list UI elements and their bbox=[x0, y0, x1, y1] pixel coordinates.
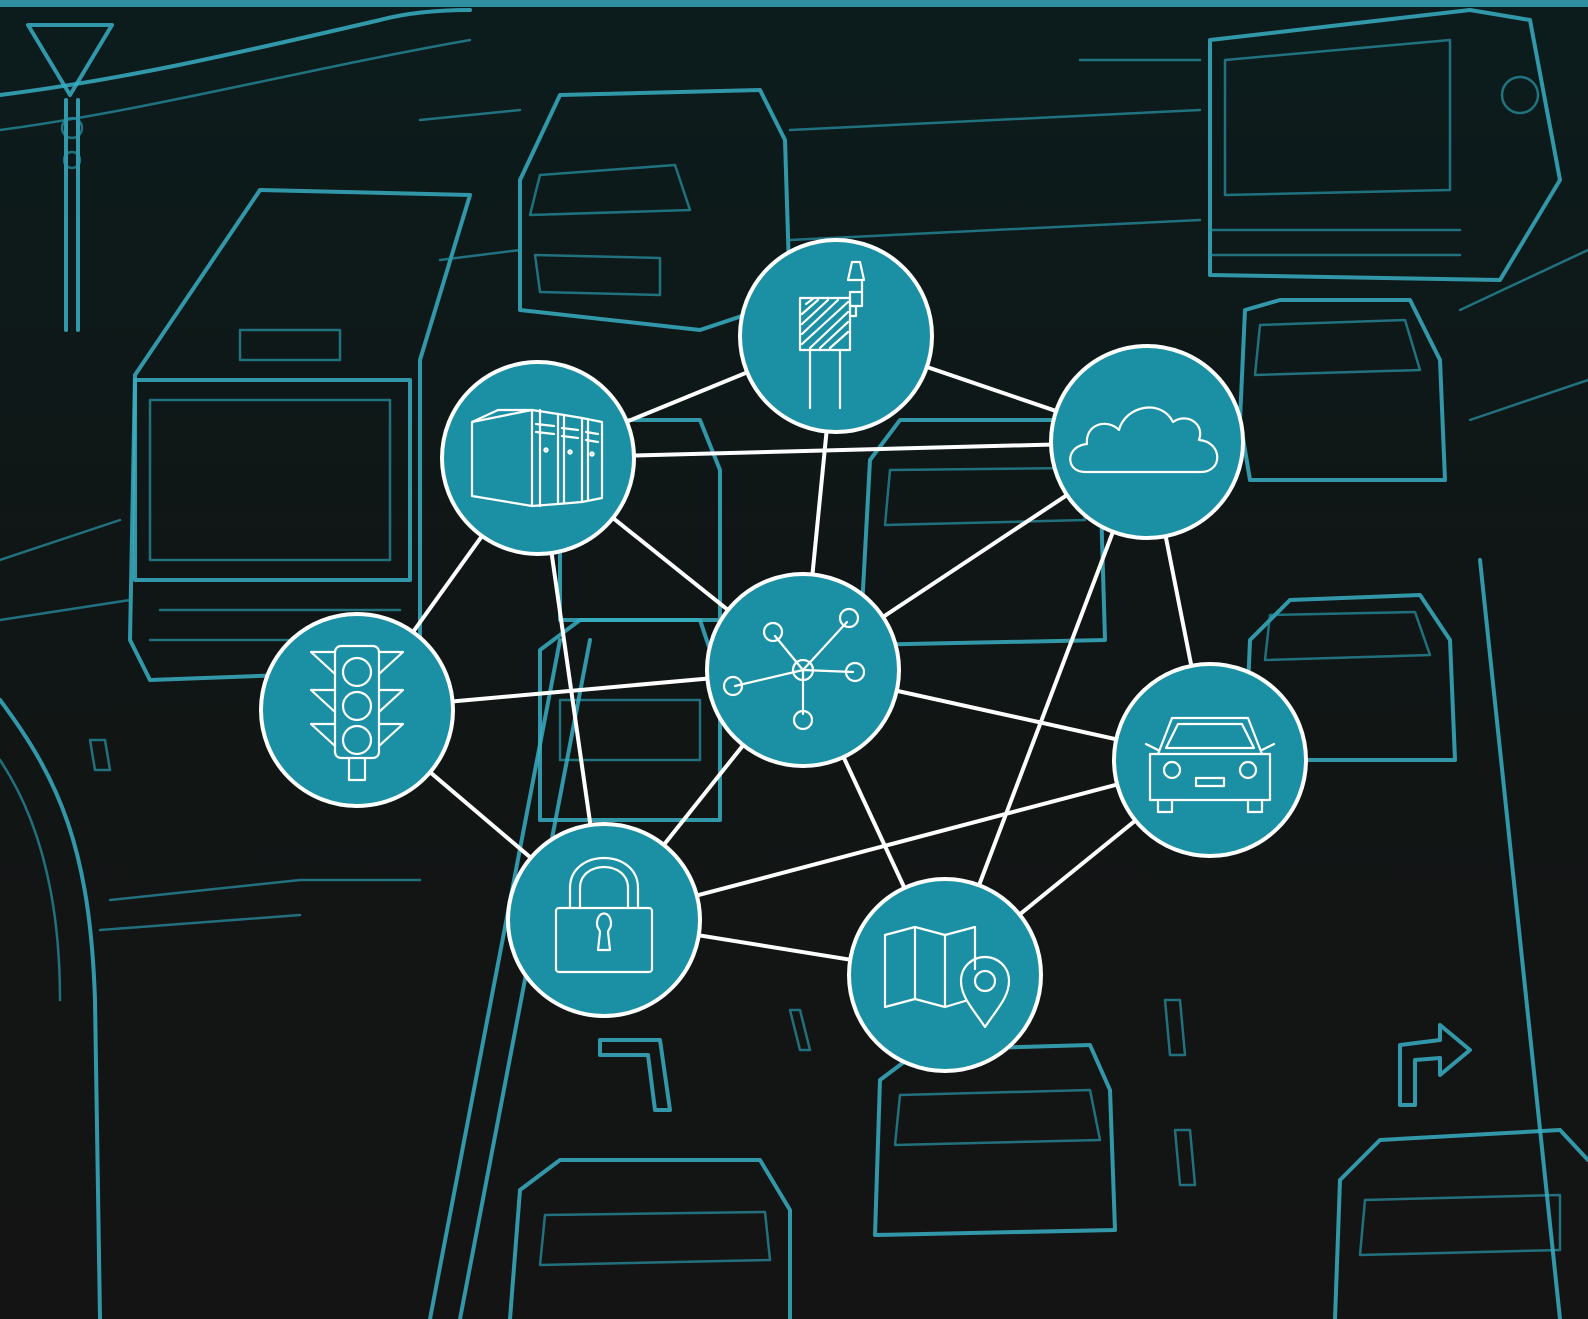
overpass-curve bbox=[0, 8, 472, 97]
node-cloud bbox=[1049, 344, 1245, 540]
car-bottom-right bbox=[1333, 1128, 1588, 1319]
turn-arrow-right bbox=[1398, 1023, 1472, 1107]
car-left-foreground bbox=[0, 698, 102, 1319]
lane-dash-2 bbox=[1163, 998, 1187, 1057]
map-pin-icon bbox=[883, 925, 1011, 1029]
bus-left-front bbox=[133, 378, 412, 582]
edge-server-cloud bbox=[537, 440, 1148, 460]
traffic-light-icon bbox=[309, 644, 405, 782]
padlock-icon bbox=[554, 857, 654, 974]
roadside-sign-icon bbox=[798, 260, 866, 410]
van-top-body bbox=[518, 88, 792, 332]
node-lock bbox=[506, 822, 702, 1018]
car-right-upper bbox=[1238, 298, 1447, 482]
node-car bbox=[1112, 662, 1308, 858]
node-traffic-light bbox=[259, 612, 455, 808]
car-bottom-left bbox=[508, 1158, 792, 1319]
turn-arrow-left bbox=[598, 1038, 672, 1112]
node-hub bbox=[705, 572, 901, 768]
cloud-icon bbox=[1069, 406, 1219, 474]
node-map bbox=[847, 877, 1043, 1073]
lane-dash-1 bbox=[788, 1008, 812, 1052]
top-accent-bar bbox=[0, 0, 1588, 7]
street-scene-background bbox=[0, 8, 1588, 1319]
lane-line-right bbox=[1478, 558, 1562, 1319]
bus-right-body bbox=[1208, 8, 1562, 282]
sign-pole bbox=[64, 98, 80, 332]
network-hub-icon bbox=[722, 607, 866, 731]
node-billboard bbox=[738, 238, 934, 434]
lane-dash-3 bbox=[1173, 1128, 1197, 1187]
server-rack-icon bbox=[470, 408, 604, 508]
bus-left-body bbox=[128, 188, 472, 682]
yield-sign-outline bbox=[26, 23, 114, 97]
lane-line-left bbox=[428, 638, 592, 1319]
car-icon bbox=[1144, 716, 1276, 814]
edge-lock-car bbox=[603, 758, 1211, 922]
lane-dash-4 bbox=[88, 738, 112, 772]
node-server bbox=[440, 360, 636, 556]
